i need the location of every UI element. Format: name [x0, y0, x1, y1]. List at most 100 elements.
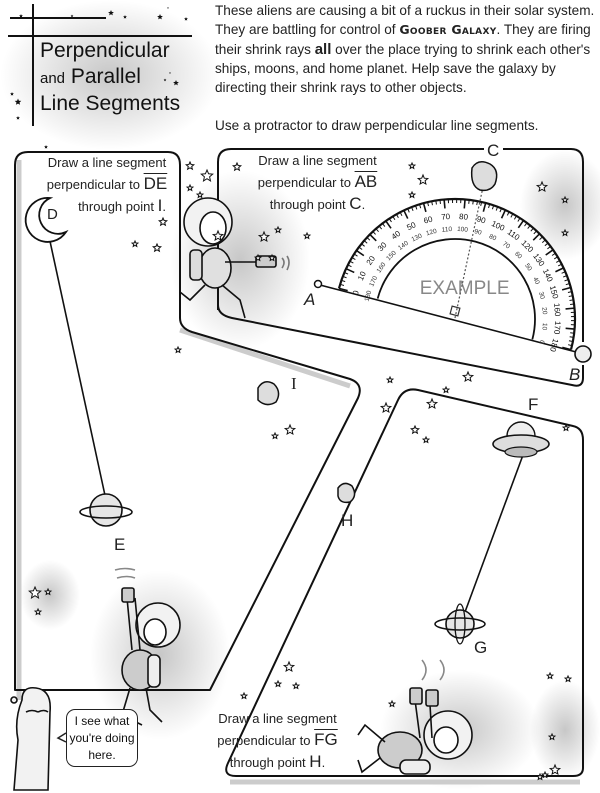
protractor-tick: [419, 204, 422, 209]
ufo-f: [492, 421, 550, 458]
protractor-tick: [427, 202, 429, 207]
protractor-tick: [533, 230, 537, 235]
star-icon: [535, 180, 549, 193]
protractor-tick: [358, 246, 363, 250]
title-glow: [0, 0, 220, 150]
protractor-tick: [439, 199, 441, 204]
protractor-inner-label: 180: [364, 290, 374, 303]
star-icon: [152, 242, 162, 253]
protractor-inner-label: 60: [513, 250, 523, 260]
star-icon: [10, 92, 14, 96]
label-c: C: [487, 141, 500, 160]
task-line: Draw a line segment: [47, 155, 167, 170]
point-label: C: [349, 194, 362, 213]
title-parallel: Parallel: [70, 65, 141, 88]
protractor-tick: [545, 249, 554, 256]
protractor-tick: [411, 206, 414, 212]
protractor-tick: [415, 205, 418, 210]
star-icon: [167, 7, 169, 9]
star-icon: [43, 587, 53, 596]
star-icon: [123, 15, 127, 19]
star-icon: [560, 195, 570, 204]
star-icon: [270, 431, 280, 440]
title-and: and: [40, 70, 66, 87]
star-icon: [232, 161, 242, 172]
protractor-tick: [344, 272, 349, 275]
star-icon: [416, 173, 430, 186]
protractor-tick: [551, 252, 556, 256]
label-h: H: [341, 511, 354, 530]
intro-text: These aliens are causing a bit of a ruck…: [215, 3, 595, 38]
protractor-tick: [517, 217, 521, 222]
protractor-tick: [556, 260, 560, 263]
star-icon: [461, 370, 475, 383]
star-icon: [253, 253, 263, 262]
protractor-inner-label: 90: [473, 228, 482, 237]
protractor-inner-label: 170: [368, 275, 379, 288]
protractor-inner-label: 0: [538, 339, 546, 345]
protractor-tick: [527, 225, 531, 229]
bubble-line: you're doing: [69, 731, 135, 745]
star-icon: [273, 679, 283, 688]
title-line-3: Line Segments: [40, 92, 181, 115]
protractor-tick: [499, 208, 502, 213]
protractor-tick: [366, 237, 371, 241]
protractor-tick: [565, 327, 575, 330]
protractor-inner-arc: [376, 238, 536, 340]
asteroid-h: [337, 482, 356, 504]
star-icon: [130, 239, 140, 248]
protractor-tick: [565, 283, 570, 286]
star-icon: [563, 674, 573, 683]
protractor-tick: [476, 201, 478, 206]
segment-label-fg: FG: [314, 730, 338, 749]
task-line: perpendicular to: [217, 733, 315, 748]
star-icon: [387, 699, 397, 708]
protractor-inner-label: 120: [425, 228, 438, 238]
protractor-tick: [562, 346, 572, 351]
protractor-tick: [500, 209, 507, 219]
star-icon: [169, 72, 171, 74]
protractor-tick: [513, 215, 517, 220]
protractor-tick: [382, 223, 386, 227]
protractor-tick: [564, 279, 569, 282]
protractor-tick: [570, 320, 575, 322]
star-icon: [302, 231, 312, 240]
star-icon: [158, 216, 168, 227]
protractor-tick: [495, 206, 499, 211]
star-icon: [173, 345, 183, 354]
title-line-2: and Parallel: [40, 64, 141, 92]
protractor-outer-label: 150: [548, 284, 560, 300]
protractor-outer-arc: [337, 197, 577, 350]
protractor-tick: [388, 218, 392, 223]
star-icon: [561, 423, 571, 432]
protractor-inner-label: 40: [531, 276, 541, 286]
label-i: I: [291, 374, 297, 393]
protractor-tick: [339, 283, 345, 286]
protractor-inner-label: 80: [488, 233, 498, 243]
protractor-inner-label: 50: [523, 262, 533, 272]
star-icon: [14, 98, 22, 105]
star-icon: [273, 225, 283, 234]
protractor-tick: [570, 303, 575, 305]
protractor-tick: [407, 208, 410, 213]
protractor-tick: [463, 199, 466, 209]
protractor-tick: [347, 264, 352, 268]
protractor-tick: [399, 212, 403, 217]
star-icon: [407, 161, 417, 170]
protractor-inner-label: 110: [441, 226, 452, 234]
protractor-tick: [561, 286, 572, 291]
label-b: B: [569, 365, 581, 384]
star-icon: [379, 401, 393, 414]
protractor-tick: [345, 267, 355, 274]
star-icon: [70, 14, 74, 18]
alien-tumbling: [357, 659, 473, 775]
protractor-tick: [570, 311, 575, 314]
star-icon: [421, 435, 431, 444]
protractor-tick: [555, 267, 564, 273]
segment-fg: [464, 454, 524, 613]
protractor-outer-label: 10: [356, 270, 368, 282]
star-icon: [28, 585, 42, 599]
star-icon: [195, 190, 205, 199]
point-a: [313, 279, 323, 289]
